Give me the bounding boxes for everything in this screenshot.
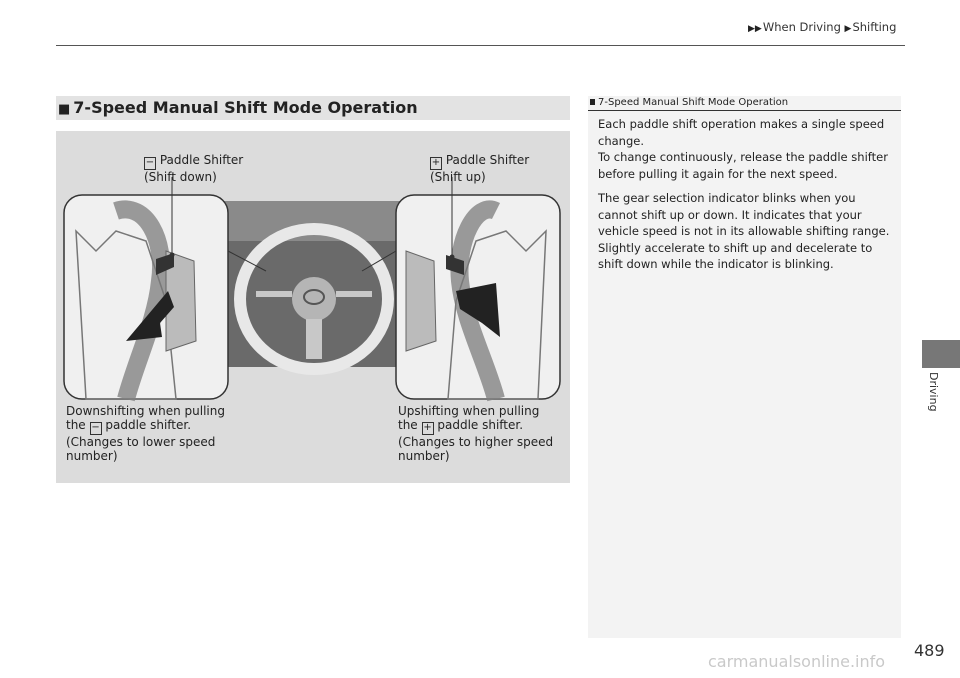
section-title: ■7-Speed Manual Shift Mode Operation [56,96,570,120]
note-paragraph: To change continuously, release the padd… [598,150,888,181]
note-panel [588,96,901,638]
note-title-rule [588,97,901,111]
breadcrumb-item-shifting[interactable]: Shifting [852,20,897,34]
minus-paddle-label: − Paddle Shifter (Shift down) [144,153,244,184]
page-number: 489 [914,641,945,660]
header-rule [56,45,905,46]
plus-paddle-label: + Paddle Shifter (Shift up) [430,153,530,184]
upshift-caption: Upshifting when pulling the + paddle shi… [398,404,554,463]
shift-up-arrow [456,283,500,337]
watermark: carmanualsonline.info [708,652,886,671]
paddle-shifter-figure: − Paddle Shifter (Shift down) + Paddle S… [56,131,570,483]
downshift-caption: Downshifting when pulling the − paddle s… [66,404,225,463]
plus-paddle [446,255,464,275]
section-title-text: 7-Speed Manual Shift Mode Operation [73,98,418,117]
minus-button-icon: − [144,157,156,170]
chapter-label[interactable]: Driving [927,372,940,412]
minus-paddle [156,253,174,275]
section-square-icon: ■ [58,102,71,117]
breadcrumb-arrow-icon: ▶ [844,24,852,34]
breadcrumb-arrow-icon: ▶▶ [748,24,762,34]
note-paragraph: Each paddle shift operation makes a sing… [598,117,885,148]
steering-wheel-illustration [63,177,561,402]
breadcrumb-item-when-driving[interactable]: When Driving [762,20,841,34]
breadcrumb: ▶▶When Driving ▶Shifting [748,20,896,34]
note-paragraph: The gear selection indicator blinks when… [598,191,890,238]
note-title: 7-Speed Manual Shift Mode Operation [598,97,789,108]
minus-button-icon: − [89,422,102,435]
note-body: Each paddle shift operation makes a sing… [598,116,890,273]
note-paragraph: Slightly accelerate to shift up and dece… [598,240,873,272]
shift-down-arrow [126,291,174,341]
steering-wheel-rim [234,223,394,375]
plus-button-icon: + [430,157,442,170]
plus-button-icon: + [421,422,434,435]
chapter-tab [922,340,960,368]
note-icon [590,99,595,105]
